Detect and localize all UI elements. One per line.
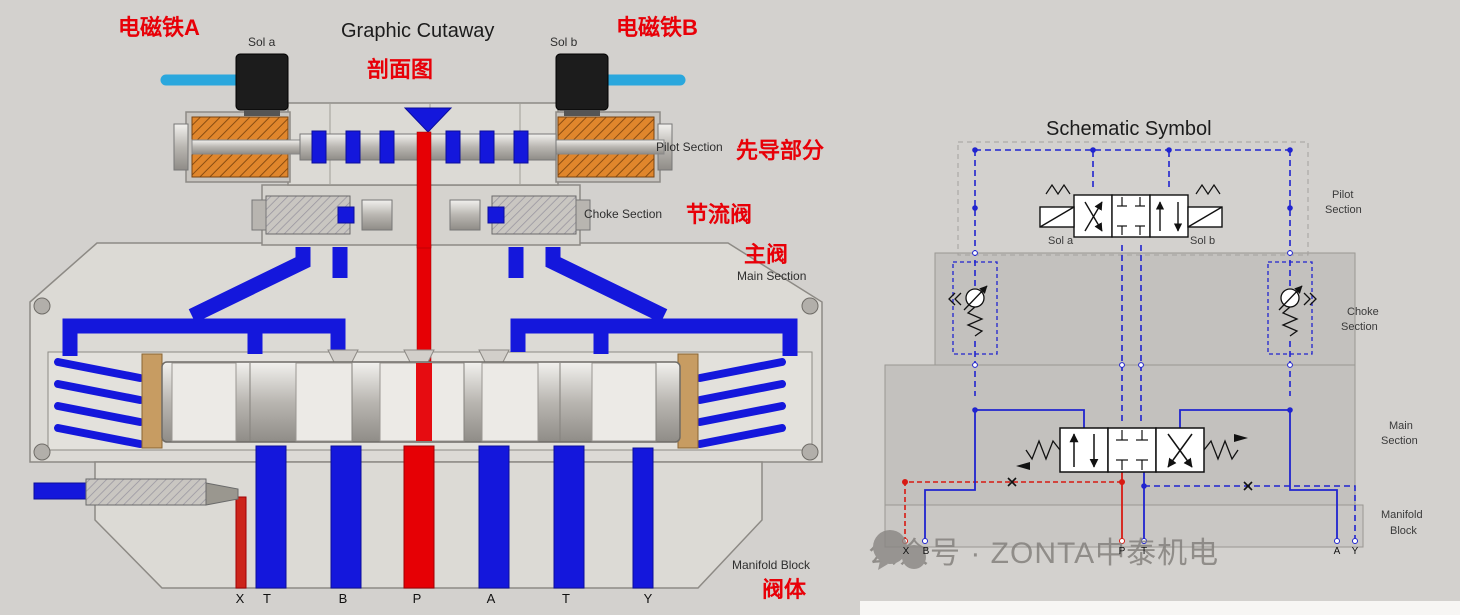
schematic-main-label-1: Main [1389,420,1413,432]
sol-b-label: Sol b [550,35,578,49]
main-spool [161,349,681,443]
schematic-port-t: T [1140,546,1148,557]
throttle-right-symbol [1267,261,1317,355]
schematic-drawing [884,141,1364,548]
solenoid-b-cn-label: 电磁铁B [616,15,698,40]
pilot-valve-symbol [1039,183,1223,238]
cutaway-subtitle-cn: 剖面图 [367,57,434,82]
watermark: 公众号 · ZONTA中泰机电 [868,528,1219,572]
schematic-port-x: X [902,546,910,557]
port-label-a: A [486,591,496,606]
coil-b [557,116,655,142]
cable-a [160,53,289,116]
schematic-choke-label-1: Choke [1347,306,1379,318]
drain-screw [33,478,239,506]
schematic-manifold-label-1: Manifold [1381,509,1423,521]
port-label-y: Y [643,591,653,606]
main-valve-symbol [1016,427,1248,473]
pilot-valve-body [173,102,673,249]
schematic-manifold-label-2: Block [1390,525,1417,537]
pilot-section-cn-label: 先导部分 [736,138,825,163]
body-bolts [33,297,819,461]
spool-springs [54,358,786,448]
schematic-pilot-label-1: Pilot [1332,189,1354,201]
main-section-cn-label: 主阀 [744,242,789,267]
pilot-solenoid-a-symbol [1039,206,1075,228]
choke-section-cn-label: 节流阀 [686,202,753,227]
spring-seat-left [141,353,163,449]
section-boxes [884,141,1364,548]
schematic-main-label-2: Section [1381,435,1418,447]
port-label-x: X [235,591,245,606]
sol-a-label: Sol a [248,35,276,49]
port-channels [235,445,654,589]
port-label-t1: T [263,591,271,606]
schematic-sol-a-label: Sol a [1048,235,1074,247]
connector-a [235,53,289,111]
spring-left-symbol [1025,439,1061,461]
port-label-p: P [412,591,422,606]
wechat-icon [873,530,926,570]
connector-b [555,53,609,111]
schematic-choke-label-2: Section [1341,321,1378,333]
schematic-port-y: Y [1351,546,1359,557]
schematic-port-a: A [1333,546,1341,557]
line-junctions [902,147,1358,544]
choke-section-label: Choke Section [584,207,663,221]
cutaway-title: Graphic Cutaway [341,20,495,42]
schematic-port-p: P [1118,546,1126,557]
pilot-lines [904,149,1356,541]
watermark-text: 公众号 · ZONTA中泰机电 [868,537,1220,570]
schematic-sol-b-label: Sol b [1190,235,1216,247]
hydraulic-channels [62,247,798,356]
port-label-t2: T [562,591,570,606]
coil-a [191,116,289,142]
schematic-pilot-label-2: Section [1325,204,1362,216]
pilot-section-label: Pilot Section [656,140,723,154]
schematic-title: Schematic Symbol [1046,118,1212,140]
spring-seat-right [677,353,699,449]
spring-right-symbol [1203,439,1239,461]
cable-b [555,53,686,116]
manifold-block-cn-label: 阀体 [762,577,807,602]
solenoid-a-cn-label: 电磁铁A [118,15,200,40]
bottom-strip [860,601,1460,615]
throttle-left-symbol [948,261,998,355]
port-label-b: B [338,591,348,606]
pilot-solenoid-b-symbol [1187,206,1223,228]
main-section-label: Main Section [737,269,807,283]
manifold-block-label: Manifold Block [732,558,811,572]
schematic-port-b: B [922,546,930,557]
cutaway-drawing [29,53,823,589]
pressure-channel-center [416,244,432,368]
